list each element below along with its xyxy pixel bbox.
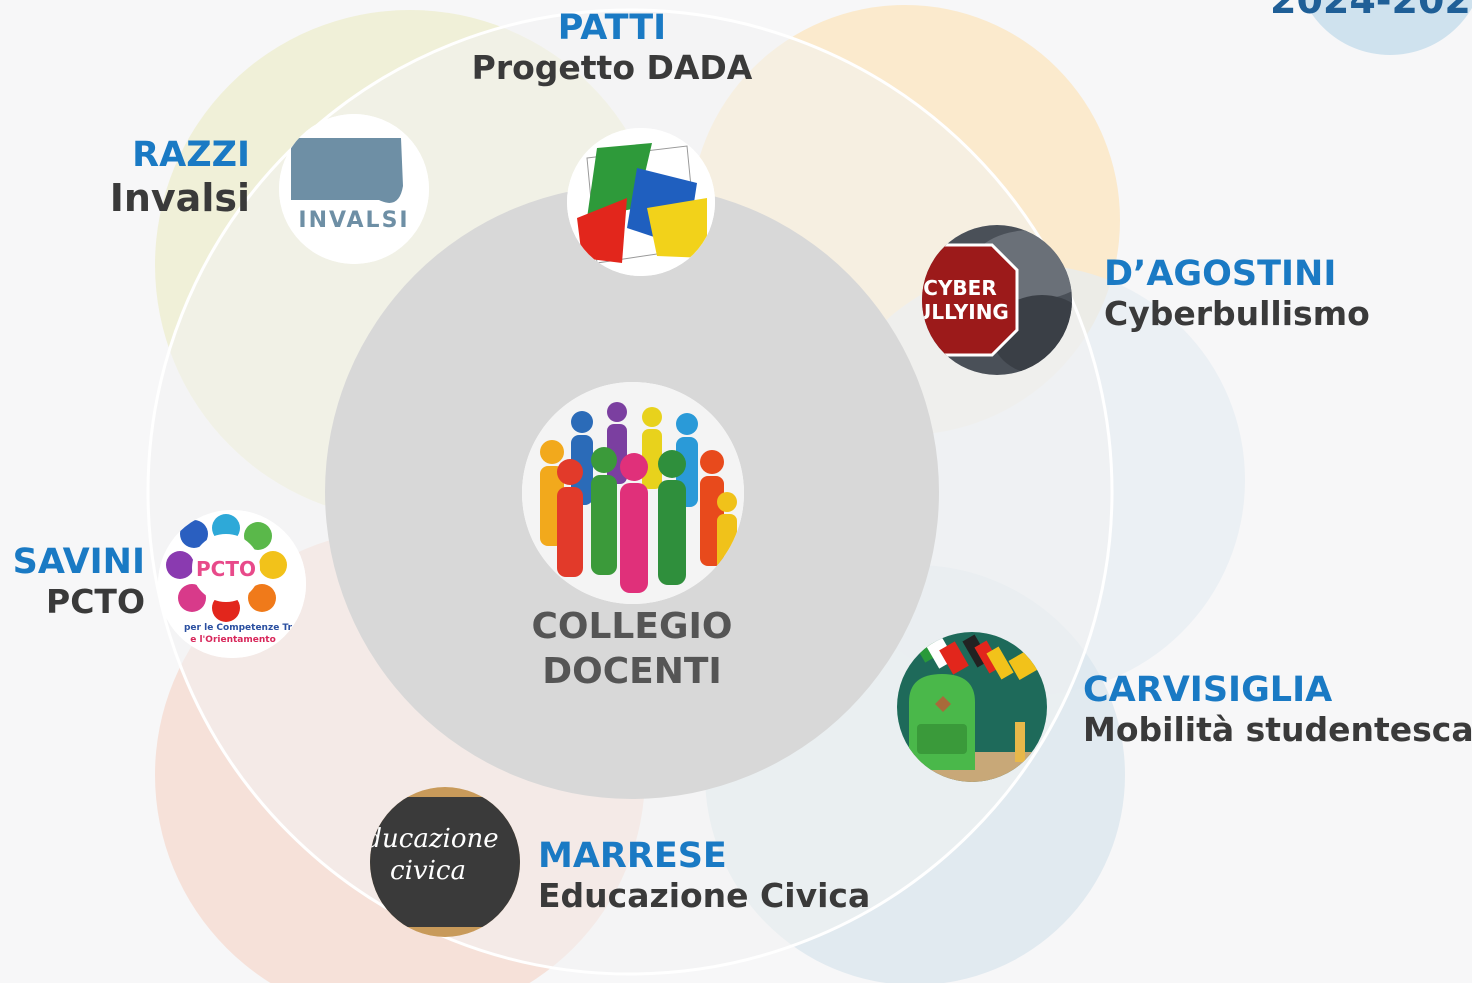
node-marrese-label: MARRESE Educazione Civica	[538, 836, 870, 916]
center-title-line1: COLLEGIO	[531, 606, 733, 647]
node-savini-name: SAVINI	[12, 542, 145, 582]
pcto-logo-sub2: e l'Orientamento	[190, 635, 276, 645]
node-carvisiglia-label: CARVISIGLIA Mobilità studentesca	[1083, 670, 1472, 750]
invalsi-logo-text: INVALSI	[298, 208, 409, 233]
pcto-logo-text: PCTO	[196, 557, 256, 581]
node-savini-role: PCTO	[46, 582, 145, 622]
center-title-line2: DOCENTI	[542, 651, 722, 692]
stop-sign-text-1: CYBER	[923, 276, 996, 300]
backpack-flags-icon	[897, 632, 1047, 782]
invalsi-logo-icon: INVALSI	[279, 114, 429, 264]
chalkboard-text-2: civica	[390, 856, 466, 886]
corner-badge-text: 2024-202	[1270, 0, 1471, 22]
node-patti-role: Progetto DADA	[471, 48, 753, 88]
node-carvisiglia-role: Mobilità studentesca	[1083, 710, 1472, 750]
node-dagostini-name: D’AGOSTINI	[1104, 254, 1337, 294]
chalkboard-text-1: ducazione	[370, 824, 499, 854]
node-marrese-role: Educazione Civica	[538, 876, 871, 916]
stop-sign-text-2: ULLYING	[922, 300, 1009, 324]
node-savini-label: SAVINI PCTO	[0, 542, 145, 622]
people-group-icon	[522, 382, 744, 604]
node-dagostini-role: Cyberbullismo	[1104, 294, 1370, 334]
center-title: COLLEGIO DOCENTI	[482, 604, 782, 694]
node-dagostini-label: D’AGOSTINI Cyberbullismo	[1104, 254, 1370, 334]
pcto-logo-icon: PCTO per le Competenze Tr e l'Orientamen…	[158, 510, 306, 658]
node-razzi-role: Invalsi	[109, 176, 250, 221]
node-patti-name: PATTI	[557, 8, 667, 48]
node-razzi-name: RAZZI	[132, 135, 250, 175]
corner-badge-shape	[1303, 0, 1472, 55]
dada-logo-icon	[567, 128, 715, 276]
node-patti-label: PATTI Progetto DADA	[450, 8, 774, 88]
pcto-logo-sub1: per le Competenze Tr	[184, 623, 293, 633]
cyberbullying-stop-sign-icon: CYBER ULLYING	[922, 225, 1072, 375]
node-razzi-label: RAZZI Invalsi	[60, 135, 250, 221]
people-figures	[540, 402, 737, 593]
chalkboard-icon: ducazione civica	[370, 787, 520, 937]
node-carvisiglia-name: CARVISIGLIA	[1083, 670, 1333, 710]
node-marrese-name: MARRESE	[538, 836, 727, 876]
